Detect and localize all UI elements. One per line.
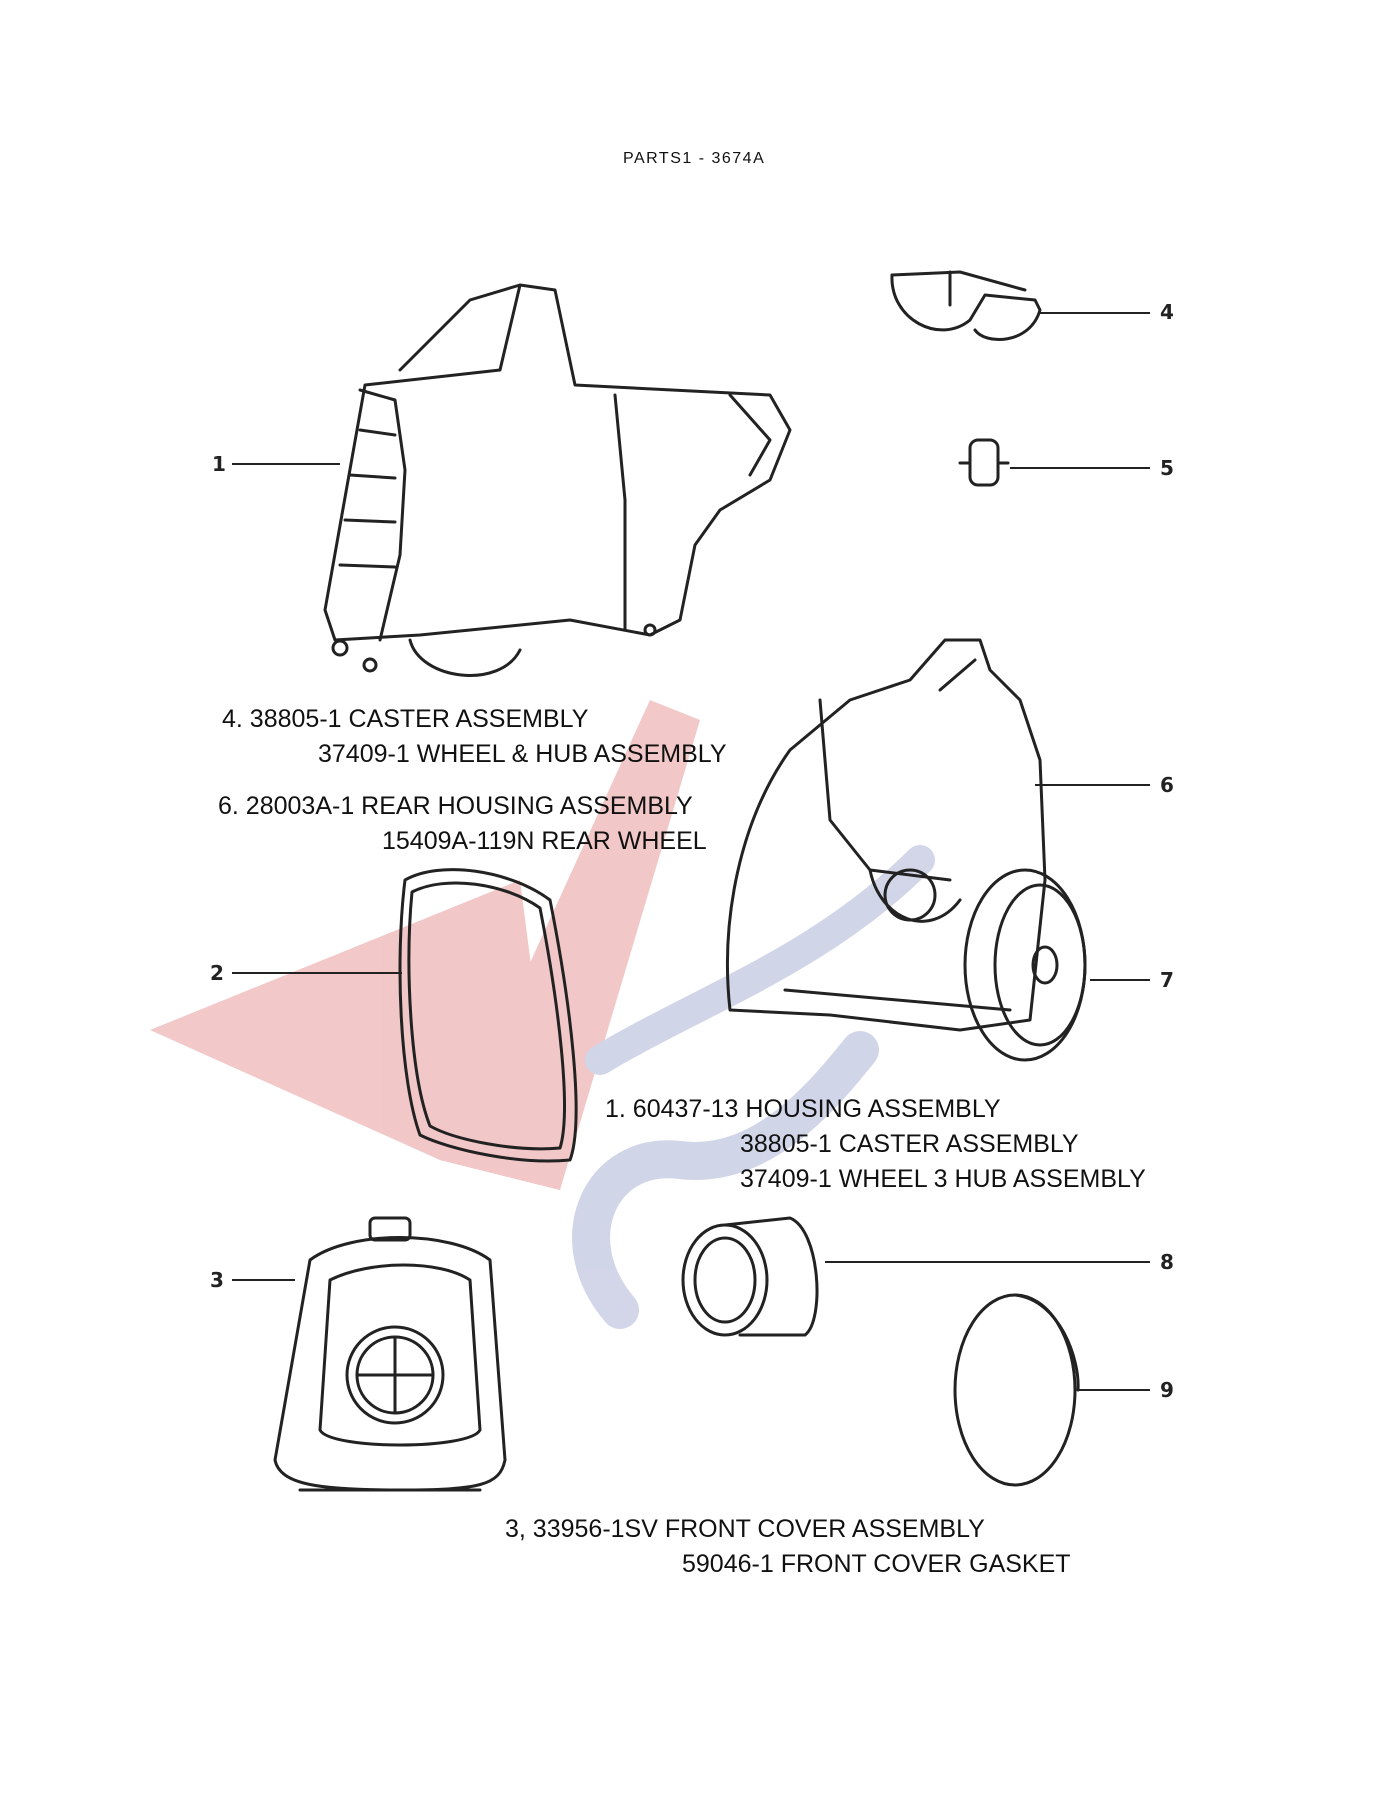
callout-9: 9 [1160,1378,1174,1402]
caption-3-line1: 3, 33956-1SV FRONT COVER ASSEMBLY [505,1515,985,1543]
housing-assembly-drawing [323,283,792,677]
gasket-drawing [398,868,578,1163]
watermark-red-swoosh [150,880,560,1190]
callout-3: 3 [210,1268,224,1292]
caption-6-line1: 6. 28003A-1 REAR HOUSING ASSEMBLY [218,792,693,820]
watermark-red-swoosh-2 [440,700,700,1190]
motor-ring-drawing [681,1216,819,1337]
callout-6: 6 [1160,773,1174,797]
callout-8: 8 [1160,1250,1174,1274]
caption-4-line2: 37409-1 WHEEL & HUB ASSEMBLY [318,740,727,768]
watermark-blue-swirl [572,1031,879,1329]
rear-wheel-drawing [963,868,1087,1062]
caption-4-line1: 4. 38805-1 CASTER ASSEMBLY [222,705,589,733]
page-title: PARTS1 - 3674A [623,150,766,167]
caption-1-line1: 1. 60437-13 HOUSING ASSEMBLY [605,1095,1001,1123]
front-cover-drawing [273,1216,507,1492]
callout-7: 7 [1160,968,1174,992]
rear-housing-drawing [726,638,1047,1032]
callout-5: 5 [1160,456,1174,480]
callout-2: 2 [210,961,224,985]
caption-3-line2: 59046-1 FRONT COVER GASKET [682,1550,1071,1578]
callout-4: 4 [1160,300,1174,324]
wheel-hub-drawing [958,438,1010,487]
leader-lines [232,312,1150,1391]
caption-1-line2: 38805-1 CASTER ASSEMBLY [740,1130,1079,1158]
caption-1-line3: 37409-1 WHEEL 3 HUB ASSEMBLY [740,1165,1146,1193]
caster-drawing [890,270,1042,342]
filter-disc-drawing [953,1293,1080,1487]
caption-6-line2: 15409A-119N REAR WHEEL [382,827,707,855]
callout-1: 1 [212,452,226,476]
